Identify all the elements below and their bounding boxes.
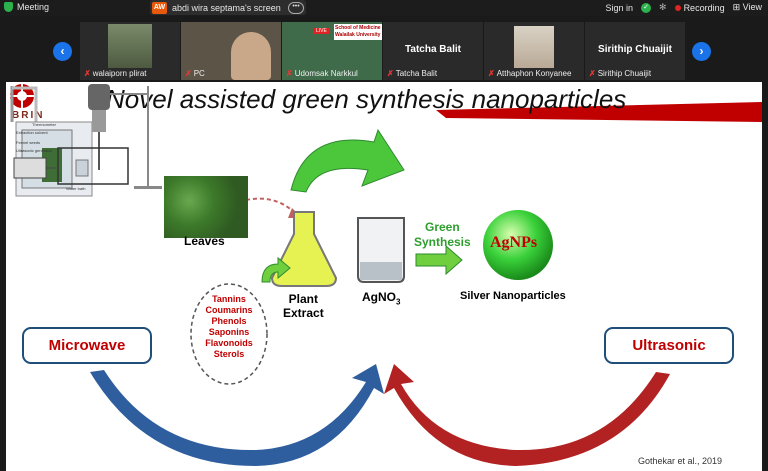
compounds-list: Tannins Coumarins Phenols Saponins Flavo…	[192, 294, 266, 360]
svg-text:Ultrasonic generator: Ultrasonic generator	[16, 148, 53, 153]
slide-graphics	[90, 102, 762, 466]
green-right-arrow	[415, 244, 463, 276]
ultrasonic-apparatus-icon: Thermometer Extraction solvent Fennel se…	[13, 84, 162, 191]
participant-name: Tatcha Balit	[395, 69, 438, 78]
svg-text:Water bath: Water bath	[66, 186, 85, 191]
screen-share-indicator[interactable]: AW abdi wira septama's screen •••	[150, 0, 306, 15]
participant-name: walaiporn plirat	[92, 69, 147, 78]
meeting-info[interactable]: Meeting	[4, 2, 49, 12]
recording-indicator[interactable]: Recording	[674, 2, 725, 13]
compound-item: Coumarins	[205, 305, 253, 315]
mic-muted-icon: ✗	[84, 69, 91, 78]
green-synthesis-line1: Green	[425, 220, 460, 234]
red-curved-arrow	[384, 364, 670, 466]
plant-extract-label: Plant Extract	[283, 292, 324, 320]
participant-name: Sirithip Chuaijit	[597, 69, 652, 78]
participant-name: Udomsak Narkkul	[294, 69, 358, 78]
svg-text:Fennel seeds: Fennel seeds	[16, 140, 40, 145]
organization-banner: School of Medicine Walailak University	[334, 24, 382, 40]
shield-icon	[4, 2, 13, 12]
brin-logo-icon	[10, 84, 34, 108]
agnps-sphere	[483, 210, 553, 280]
gear-icon[interactable]: ✻	[659, 2, 667, 12]
participant-tile[interactable]: ✗PC	[181, 22, 281, 80]
security-check-icon[interactable]: ✓	[641, 2, 652, 13]
participant-name: Atthaphon Konyanee	[496, 69, 572, 78]
compound-item: Saponins	[208, 327, 250, 337]
plant-extract-line1: Plant	[288, 292, 319, 306]
green-curved-arrow	[290, 128, 405, 193]
agnps-label: AgNPs	[490, 234, 538, 251]
green-bent-arrow	[261, 256, 291, 283]
view-button[interactable]: ⊞ View	[733, 2, 762, 13]
sign-in-button[interactable]: Sign in	[605, 2, 634, 13]
participant-tile[interactable]: ✗walaiporn plirat	[80, 22, 180, 80]
slide-title: Novel assisted green synthesis nanoparti…	[106, 84, 627, 114]
compound-item: Phenols	[211, 316, 247, 326]
citation: Gothekar et al., 2019	[638, 456, 723, 466]
agno3-subscript: 3	[396, 297, 401, 307]
compound-item: Sterols	[213, 349, 245, 359]
participant-label: ✗Atthaphon Konyanee	[488, 69, 571, 78]
participant-tile[interactable]: Sirithip Chuaijit ✗Sirithip Chuaijit	[585, 22, 685, 80]
leaves-photo	[164, 176, 248, 238]
silver-nanoparticles-label: Silver Nanoparticles	[460, 290, 566, 302]
brin-logo-text: BRIN	[12, 110, 45, 121]
mic-muted-icon: ✗	[589, 69, 596, 78]
record-dot-icon	[674, 4, 681, 11]
participant-video	[231, 32, 271, 80]
participant-video	[514, 26, 554, 68]
view-grid-icon: ⊞	[732, 2, 743, 12]
participant-label: ✗Tatcha Balit	[387, 69, 437, 78]
participant-tile[interactable]: School of Medicine Walailak University L…	[282, 22, 382, 80]
live-badge: LIVE	[314, 28, 329, 34]
share-options-button[interactable]: •••	[288, 2, 304, 14]
ultrasonic-box: Ultrasonic	[604, 327, 734, 364]
mic-muted-icon: ✗	[286, 69, 293, 78]
agno3-text: AgNO	[362, 290, 396, 304]
recording-label: Recording	[683, 2, 725, 13]
sharer-avatar: AW	[152, 1, 167, 14]
view-label: View	[742, 2, 762, 12]
svg-text:Thermometer: Thermometer	[32, 122, 57, 127]
green-synthesis-line2: Synthesis	[414, 235, 471, 249]
plant-extract-line2: Extract	[283, 306, 324, 320]
participant-label: ✗Udomsak Narkkul	[286, 69, 358, 78]
blue-curved-arrow	[90, 364, 384, 466]
dashed-arrow	[245, 197, 297, 215]
meeting-topbar: Meeting AW abdi wira septama's screen ••…	[0, 0, 768, 16]
beaker-liquid	[360, 262, 402, 280]
leaves-label: Leaves	[184, 234, 225, 248]
prev-page-button[interactable]: ‹	[53, 42, 72, 61]
meeting-label: Meeting	[17, 2, 50, 12]
participant-tile[interactable]: ✗Atthaphon Konyanee	[484, 22, 584, 80]
agno3-label: AgNO3	[362, 290, 400, 306]
next-page-button[interactable]: ›	[692, 42, 711, 61]
participant-label: ✗Sirithip Chuaijit	[589, 69, 651, 78]
compounds-ellipse	[190, 283, 268, 385]
mic-muted-icon: ✗	[488, 69, 495, 78]
share-label: abdi wira septama's screen	[172, 2, 281, 13]
participant-display-name: Sirithip Chuaijit	[598, 44, 672, 55]
participant-video	[108, 24, 152, 68]
microwave-box: Microwave	[22, 327, 152, 364]
participant-label: ✗PC	[185, 69, 205, 78]
compound-item: Tannins	[212, 294, 246, 304]
green-synthesis-label: Green Synthesis	[414, 220, 471, 250]
compound-item: Flavonoids	[205, 338, 253, 348]
participant-name: PC	[193, 69, 205, 78]
topbar-controls: Sign in ✓ ✻ Recording ⊞ View	[605, 2, 768, 13]
mic-muted-icon: ✗	[387, 69, 394, 78]
participant-tile[interactable]: Tatcha Balit ✗Tatcha Balit	[383, 22, 483, 80]
mic-muted-icon: ✗	[185, 69, 192, 78]
participant-strip: ‹ ✗walaiporn plirat ✗PC School of Medici…	[0, 16, 768, 82]
svg-text:Extraction solvent: Extraction solvent	[16, 130, 48, 135]
participant-label: ✗walaiporn plirat	[84, 69, 147, 78]
header-swoosh	[436, 102, 762, 122]
participant-display-name: Tatcha Balit	[405, 44, 461, 55]
shared-slide: BRIN Novel assisted green synthesis nano…	[6, 82, 762, 471]
